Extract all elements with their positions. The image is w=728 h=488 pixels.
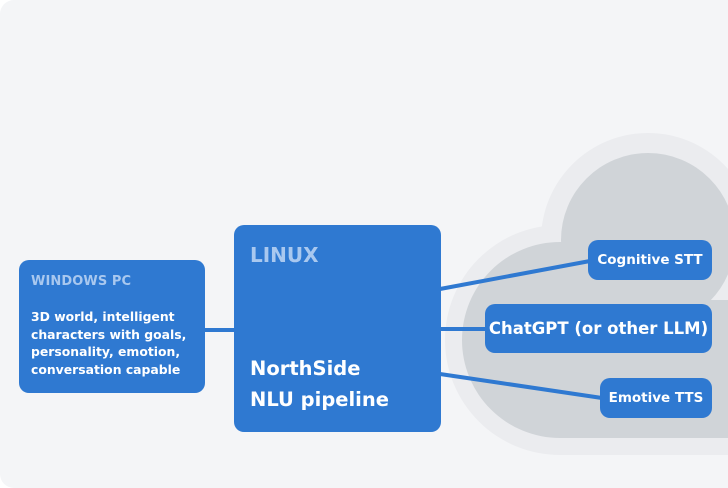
- linux-heading: LINUX: [250, 243, 319, 267]
- windows-pc-heading: WINDOWS PC: [31, 274, 132, 289]
- emotive-tts-node: Emotive TTS: [600, 378, 712, 418]
- description-line: conversation capable: [31, 361, 181, 377]
- description-line: personality, emotion,: [31, 344, 181, 359]
- linux-node: LINUX NorthSide NLU pipeline: [234, 225, 441, 432]
- linux-title-line: NLU pipeline: [250, 388, 389, 411]
- windows-pc-node: WINDOWS PC 3D world, intelligent charact…: [19, 260, 205, 393]
- description-line: 3D world, intelligent: [31, 309, 175, 324]
- description-line: characters with goals,: [31, 326, 187, 342]
- linux-title-line: NorthSide: [250, 357, 361, 380]
- windows-pc-description: 3D world, intelligent characters with go…: [31, 308, 193, 378]
- connector-linux-tts: [439, 372, 603, 400]
- chatgpt-llm-node: ChatGPT (or other LLM): [485, 304, 712, 353]
- connector-linux-stt: [439, 259, 591, 291]
- cognitive-stt-node: Cognitive STT: [588, 240, 712, 280]
- linux-title: NorthSide NLU pipeline: [250, 353, 389, 415]
